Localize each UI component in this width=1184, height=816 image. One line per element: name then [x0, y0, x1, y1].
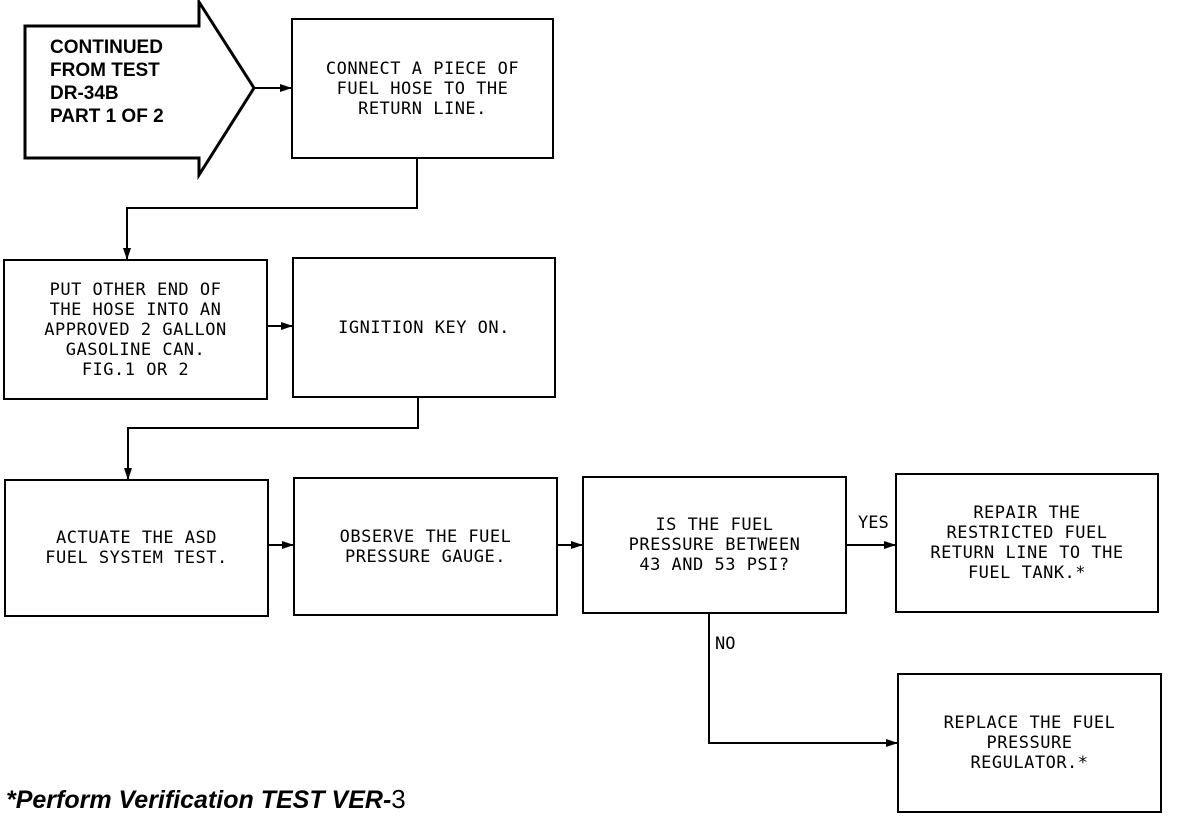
step-actuate-asd: ACTUATE THE ASD FUEL SYSTEM TEST.: [4, 479, 269, 617]
entry-arrow-shape: [23, 0, 256, 181]
arrow-question-to-replace: [708, 613, 898, 747]
step-observe-gauge: OBSERVE THE FUEL PRESSURE GAUGE.: [293, 477, 558, 616]
footnote-number: 3: [391, 784, 406, 814]
arrow-connect-to-put: [123, 158, 418, 260]
branch-yes-label: YES: [858, 513, 889, 533]
action-replace-regulator: REPLACE THE FUEL PRESSURE REGULATOR.*: [897, 673, 1162, 813]
step-connect-hose-text: CONNECT A PIECE OF FUEL HOSE TO THE RETU…: [325, 58, 520, 119]
footnote-text: *Perform Verification TEST VER-: [6, 786, 392, 814]
decision-fuel-pressure: IS THE FUEL PRESSURE BETWEEN 43 AND 53 P…: [582, 476, 847, 614]
branch-no-label: NO: [715, 634, 736, 654]
entry-label: CONTINUED FROM TEST DR-34B PART 1 OF 2: [50, 37, 164, 127]
step-connect-hose: CONNECT A PIECE OF FUEL HOSE TO THE RETU…: [291, 18, 554, 159]
step-observe-gauge-text: OBSERVE THE FUEL PRESSURE GAUGE.: [339, 526, 512, 567]
step-actuate-asd-text: ACTUATE THE ASD FUEL SYSTEM TEST.: [45, 528, 228, 568]
footnote: *Perform Verification TEST VER-3: [6, 784, 406, 815]
action-replace-regulator-text: REPLACE THE FUEL PRESSURE REGULATOR.*: [943, 713, 1116, 773]
step-ignition-key: IGNITION KEY ON.: [292, 257, 556, 398]
action-repair-return-line-text: REPAIR THE RESTRICTED FUEL RETURN LINE T…: [930, 503, 1124, 583]
step-put-other-end: PUT OTHER END OF THE HOSE INTO AN APPROV…: [3, 259, 268, 400]
action-repair-return-line: REPAIR THE RESTRICTED FUEL RETURN LINE T…: [895, 473, 1159, 613]
step-ignition-key-text: IGNITION KEY ON.: [338, 317, 510, 338]
step-put-other-end-text: PUT OTHER END OF THE HOSE INTO AN APPROV…: [44, 279, 227, 380]
decision-fuel-pressure-text: IS THE FUEL PRESSURE BETWEEN 43 AND 53 P…: [628, 515, 801, 575]
arrow-ignition-to-actuate: [124, 397, 419, 480]
